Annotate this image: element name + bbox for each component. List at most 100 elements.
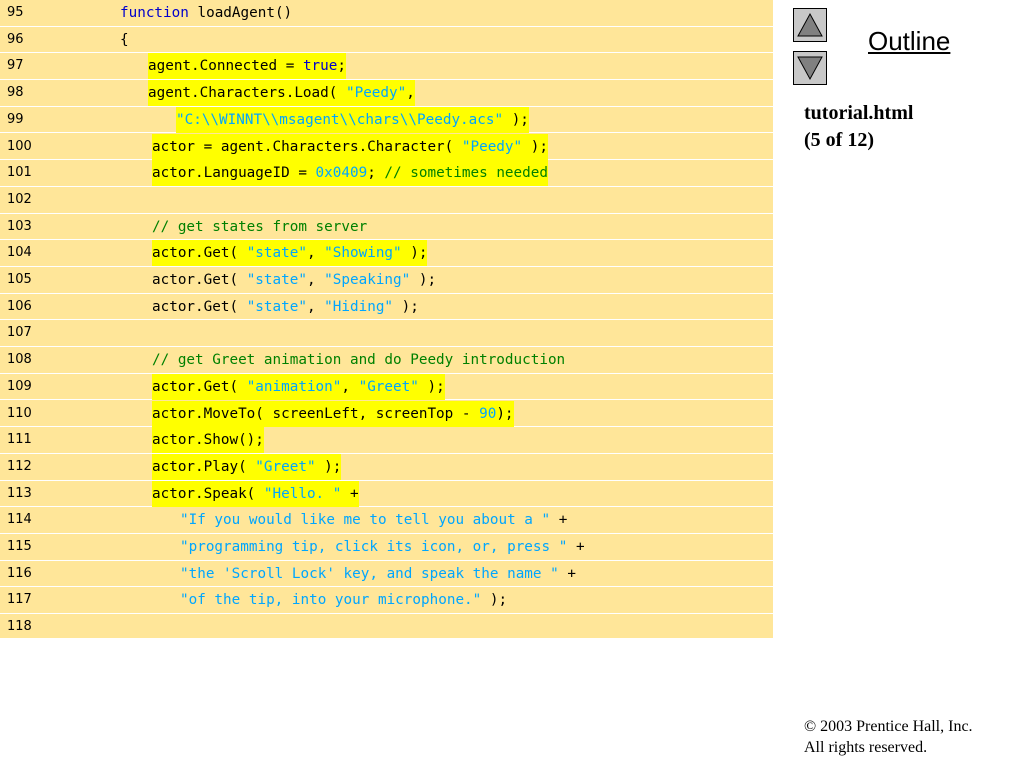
line-number: 104 [7, 245, 32, 261]
line-number: 114 [7, 512, 32, 528]
code-text: agent.Characters.Load( "Peedy", [148, 80, 415, 107]
code-token: actor.Get( [152, 272, 247, 288]
code-token: , [306, 245, 325, 262]
code-text: "If you would like me to tell you about … [180, 507, 567, 533]
line-number: 102 [7, 191, 32, 207]
line-number: 105 [7, 272, 32, 287]
code-token: ); [315, 458, 342, 475]
code-token: "of the tip, into your microphone." [180, 592, 482, 609]
code-text: { [120, 27, 129, 53]
code-token: "Greet" [255, 458, 316, 475]
code-line: 116 "the 'Scroll Lock' key, and speak the… [0, 561, 773, 588]
line-number: 97 [7, 58, 24, 74]
line-number: 115 [7, 539, 32, 554]
line-number: 103 [7, 218, 32, 234]
code-token: ); [393, 298, 419, 315]
code-text: actor.Get( "state", "Showing" ); [152, 240, 428, 267]
code-token: // get Greet animation and do Peedy intr… [152, 352, 566, 369]
code-token: + [558, 565, 576, 582]
line-number: 107 [7, 325, 32, 341]
code-line: 107 [0, 320, 773, 348]
code-token: ); [418, 378, 445, 395]
code-token: "the 'Scroll Lock' key, and speak the na… [180, 565, 559, 582]
code-token: // get states from server [152, 218, 368, 235]
code-token: actor = agent.Characters.Character( [152, 138, 462, 155]
code-token: ); [503, 111, 529, 128]
line-number: 98 [7, 85, 24, 101]
code-token: loadAgent() [188, 5, 293, 21]
code-token: actor.MoveTo( screenLeft, screenTop - [152, 405, 480, 422]
code-token: agent.Connected = [148, 58, 303, 75]
triangle-down-icon [797, 56, 823, 81]
code-text: "of the tip, into your microphone." ); [180, 587, 507, 613]
outline-link[interactable]: Outline [868, 26, 951, 56]
code-token: "Speaking" [324, 272, 411, 288]
line-number: 111 [7, 432, 32, 448]
code-token: , [341, 378, 359, 395]
code-token: ; [367, 165, 385, 182]
code-line: 103 // get states from server [0, 214, 773, 241]
code-line: 111 actor.Show(); [0, 427, 773, 454]
code-text: "programming tip, click its icon, or, pr… [180, 534, 585, 560]
code-text: actor.MoveTo( screenLeft, screenTop - 90… [152, 400, 514, 427]
next-slide-button[interactable] [793, 51, 827, 85]
code-token: , [406, 85, 415, 102]
code-text: actor.Show(); [152, 427, 264, 454]
line-number: 109 [7, 378, 32, 394]
line-number: 95 [7, 5, 24, 20]
code-line: 114 "If you would like me to tell you abo… [0, 507, 773, 534]
code-token: ); [522, 138, 548, 155]
line-number: 117 [7, 592, 32, 608]
code-token: actor.Get( [152, 245, 247, 262]
triangle-up-icon [797, 12, 823, 37]
line-number: 108 [7, 352, 32, 368]
page-info: (5 of 12) [804, 129, 874, 151]
code-text: // get states from server [152, 214, 367, 240]
code-text: actor.Play( "Greet" ); [152, 453, 342, 480]
code-token: "If you would like me to tell you about … [180, 512, 551, 529]
code-token: "state" [246, 272, 307, 288]
code-line: 117 "of the tip, into your microphone." )… [0, 587, 773, 615]
code-token: , [306, 272, 325, 288]
code-line: 105 actor.Get( "state", "Speaking" ); [0, 267, 773, 294]
code-line: 102 [0, 187, 773, 214]
code-text: "C:\\WINNT\\msagent\\chars\\Peedy.acs" )… [176, 106, 529, 133]
previous-slide-button[interactable] [793, 8, 827, 42]
code-token: ); [410, 272, 437, 288]
code-token: "Greet" [358, 378, 419, 395]
code-token: agent.Characters.Load( [148, 85, 346, 102]
rights-text: All rights reserved. [804, 739, 928, 756]
code-token: 0x0409 [315, 165, 368, 182]
code-token: actor.Get( [152, 298, 247, 315]
code-token: ); [481, 592, 508, 609]
code-token: ); [401, 245, 428, 262]
code-token: { [120, 31, 129, 48]
file-name: tutorial.html [804, 102, 914, 124]
code-token: ; [337, 58, 346, 75]
code-token: 90 [479, 405, 497, 422]
code-line: 115 "programming tip, click its icon, or,… [0, 534, 773, 561]
code-text: actor.Get( "state", "Speaking" ); [152, 267, 436, 293]
code-token: "Peedy" [345, 85, 407, 102]
code-token: actor.Get( [152, 378, 247, 395]
line-number: 106 [7, 298, 32, 314]
line-number: 113 [7, 485, 32, 501]
code-token: "Peedy" [461, 138, 523, 155]
code-line: 104 actor.Get( "state", "Showing" ); [0, 240, 773, 267]
code-line: 118 [0, 614, 773, 641]
code-token: , [306, 298, 325, 315]
line-number: 96 [7, 31, 24, 47]
code-line: 98 agent.Characters.Load( "Peedy", [0, 80, 773, 107]
code-token: "animation" [246, 378, 342, 395]
line-number: 116 [7, 565, 32, 581]
code-text: actor.LanguageID = 0x0409; // sometimes … [152, 160, 548, 187]
copyright-text: © 2003 Prentice Hall, Inc. [804, 718, 973, 735]
code-token: "Showing" [324, 245, 402, 262]
line-number: 99 [7, 111, 24, 127]
